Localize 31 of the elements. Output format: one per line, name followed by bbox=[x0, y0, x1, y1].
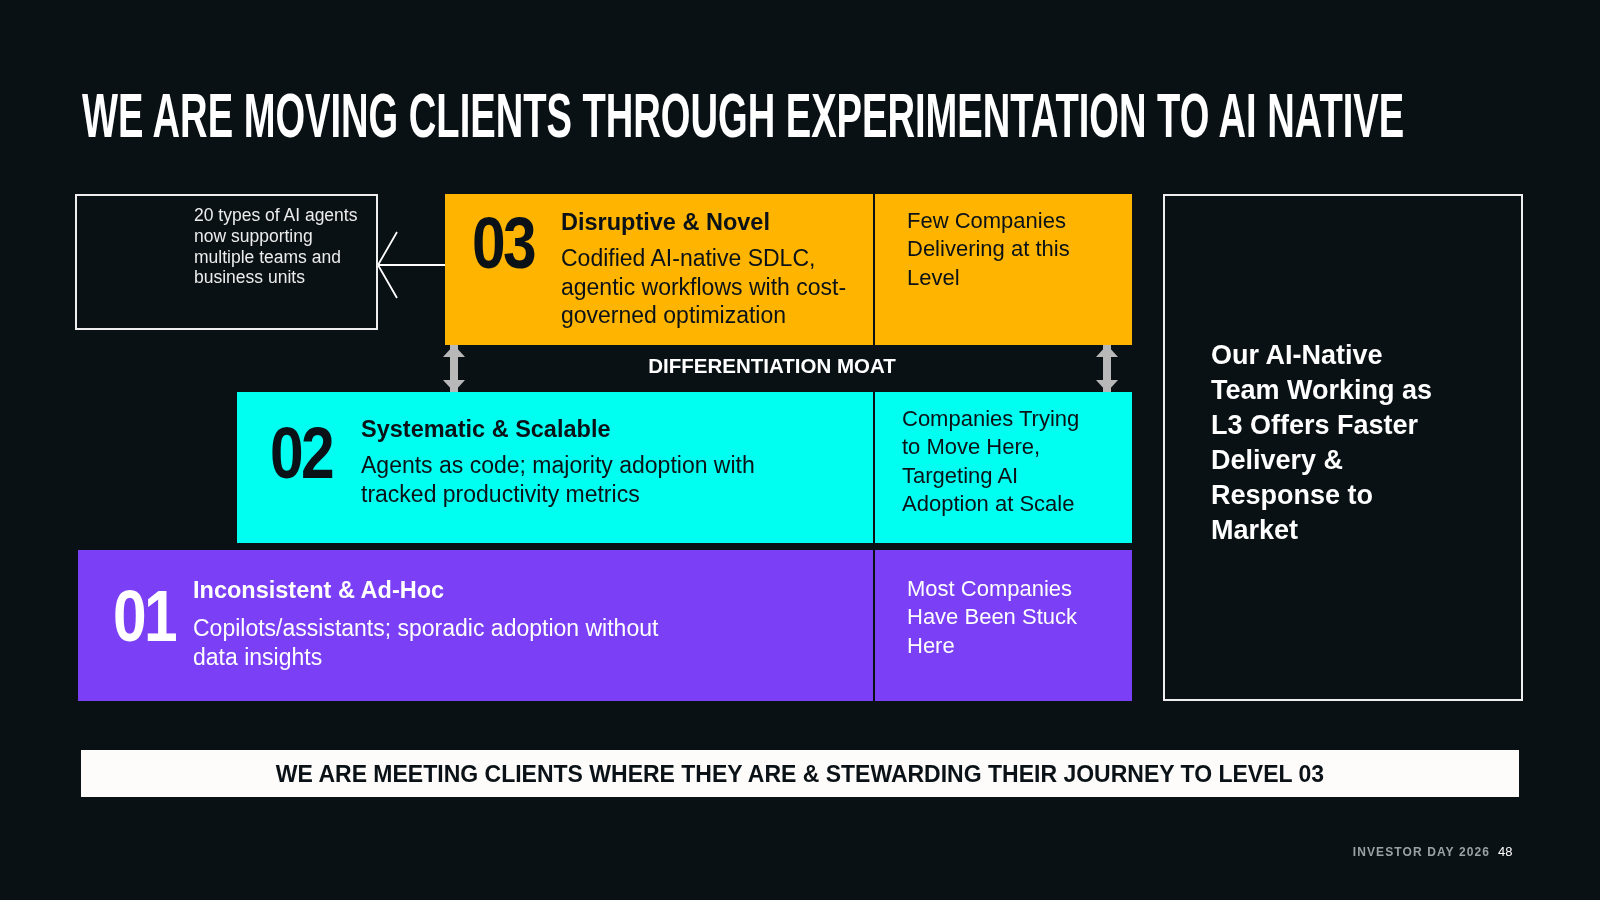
banner bbox=[81, 750, 1519, 797]
level-note-panel bbox=[875, 392, 1132, 543]
level-note-text: Most Companies Have Been Stuck Here bbox=[907, 575, 1078, 660]
double-arrow bbox=[1096, 345, 1118, 392]
callout-panel bbox=[75, 194, 378, 330]
level-panel bbox=[78, 550, 873, 701]
level-heading: Inconsistent & Ad-Hoc bbox=[193, 577, 445, 604]
level-description: Copilots/assistants; sporadic adoption without data insights bbox=[193, 614, 660, 672]
chevron-arrow bbox=[377, 231, 446, 299]
summary-panel bbox=[1163, 194, 1523, 701]
slide-title: WE ARE MOVING CLIENTS THROUGH EXPERIMENTATION TO AI NATIVE bbox=[82, 84, 1405, 147]
level-note-text: Companies Trying to Move Here, Targeting AI Adoption at Scale bbox=[902, 405, 1081, 518]
level-panel bbox=[445, 194, 873, 345]
level-note-panel bbox=[875, 194, 1132, 345]
moat-label: DIFFERENTIATION MOAT bbox=[648, 352, 896, 378]
level-heading: Disruptive & Novel bbox=[561, 209, 770, 236]
double-arrow bbox=[443, 345, 465, 392]
banner-text: WE ARE MEETING CLIENTS WHERE THEY ARE & STEWARDING THEIR JOURNEY TO LEVEL 03 bbox=[275, 759, 1325, 788]
summary-text: Our AI-Native Team Working as L3 Offers Faster Delivery & Response to Market bbox=[1211, 339, 1434, 547]
level-description: Codified AI-native SDLC, agentic workflows with cost-governed optimization bbox=[561, 244, 848, 330]
level-number: 01 bbox=[113, 580, 176, 652]
level-number: 03 bbox=[472, 207, 535, 279]
callout-text: 20 types of AI agents now supporting multiple teams and business units bbox=[194, 205, 359, 289]
footer-label: INVESTOR DAY 2026 bbox=[1352, 845, 1490, 859]
level-note-panel bbox=[875, 550, 1132, 701]
page-number: 48 bbox=[1498, 844, 1513, 860]
level-number: 02 bbox=[270, 417, 333, 489]
level-heading: Systematic & Scalable bbox=[361, 416, 611, 443]
level-note-text: Few Companies Delivering at this Level bbox=[907, 207, 1071, 292]
level-panel bbox=[237, 392, 873, 543]
level-description: Agents as code; majority adoption with tracked productivity metrics bbox=[361, 451, 756, 509]
